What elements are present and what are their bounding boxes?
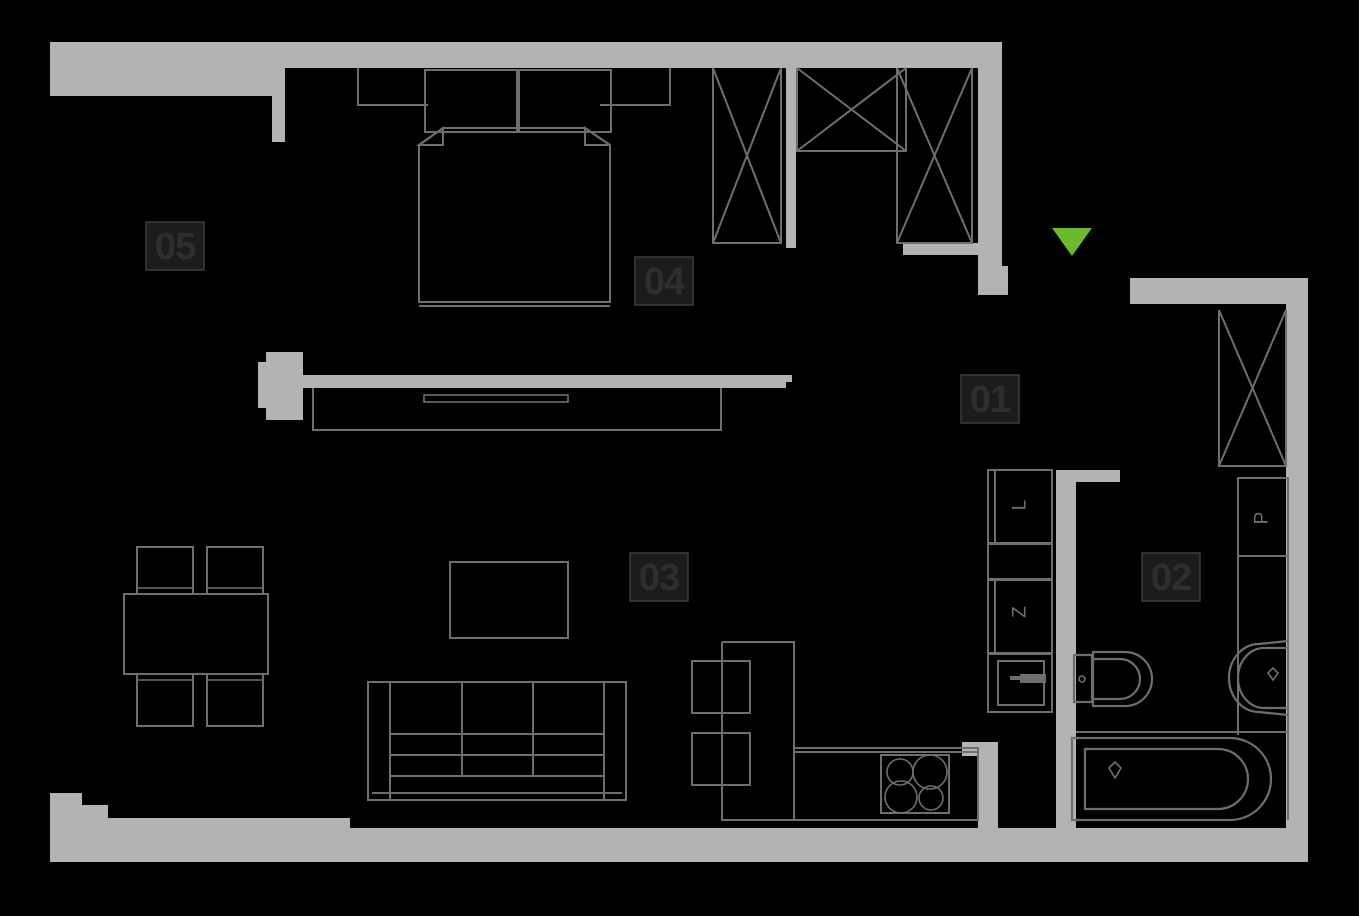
wall-bedroom-jog [978, 266, 1008, 295]
kitchen-faucet [1020, 674, 1046, 683]
dining-table [123, 593, 269, 675]
wall-entry-top [1130, 278, 1308, 304]
wall-bottom-left [50, 793, 350, 862]
washbasin [1227, 639, 1289, 717]
wardrobe-bedroom [712, 67, 782, 244]
fridge-label: L [1010, 500, 1031, 511]
bar-stool-lower [691, 732, 751, 786]
pillow-right [518, 69, 612, 133]
room-label-01[interactable]: 01 [960, 374, 1020, 424]
wall-bathroom-top [1056, 470, 1120, 482]
wall-bottom-main [347, 828, 1308, 862]
room-label-03[interactable]: 03 [629, 552, 689, 602]
wall-entry-right [1286, 278, 1308, 862]
kitchen-counter [794, 747, 979, 821]
wall-top-main [312, 42, 1002, 68]
wall-hall-south [978, 750, 998, 828]
room-label-04[interactable]: 04 [634, 256, 694, 306]
room-label-03-text: 03 [639, 557, 679, 599]
coffee-table [449, 561, 569, 639]
room-labels-group: 05 04 01 03 02 [145, 221, 1201, 602]
room-label-02-text: 02 [1151, 557, 1191, 599]
wall-right-bedroom [978, 68, 1002, 292]
toilet [1072, 650, 1154, 708]
cooktop-four-burner [880, 754, 950, 814]
bed-blanket-fold-right [584, 126, 611, 146]
room-label-01-text: 01 [970, 379, 1011, 421]
wall-top-left [50, 42, 312, 142]
sink-cabinet [987, 653, 1053, 713]
entrance-direction-marker[interactable] [1052, 228, 1092, 256]
sofa-three-seat [367, 681, 627, 801]
wardrobes-group [712, 67, 1287, 467]
dishwasher-label: Z [1010, 606, 1031, 618]
wall-partition-wardrobe [786, 68, 796, 248]
wall-living-divider-cap [777, 375, 792, 382]
nightstand-left [357, 68, 428, 106]
wall-sill-wardrobe [903, 243, 978, 255]
washing-machine-label: P [1252, 512, 1273, 525]
wall-tv-block [266, 352, 303, 420]
nightstand-right [600, 68, 671, 106]
bed-blanket-fold-left [415, 126, 444, 146]
bathroom-group [1070, 477, 1289, 822]
bedroom-furniture [357, 68, 671, 307]
appliance-labels-group: L Z P [1010, 500, 1273, 618]
room-label-05-text: 05 [155, 226, 196, 268]
room-label-04-text: 04 [644, 261, 685, 303]
bathtub [1070, 736, 1273, 822]
pillow-left [424, 69, 518, 133]
living-room-furniture [123, 388, 722, 801]
wall-living-divider [303, 375, 786, 388]
room-label-05[interactable]: 05 [145, 221, 205, 271]
dining-chair-3 [136, 673, 194, 727]
wardrobe-hall-upper [796, 67, 907, 152]
tv-screen [423, 394, 569, 403]
room-label-02[interactable]: 02 [1141, 552, 1201, 602]
tv-console [312, 388, 722, 431]
kitchen-faucet-spout [1010, 676, 1024, 680]
appliance-column [987, 469, 1053, 713]
dining-chair-1 [136, 546, 194, 595]
wardrobe-entry [1218, 309, 1287, 467]
dining-chair-4 [206, 673, 264, 727]
dining-set [123, 546, 269, 727]
wall-tv-block2 [258, 362, 270, 408]
bar-stool-upper [691, 660, 751, 714]
dining-chair-2 [206, 546, 264, 595]
kitchen-group [691, 469, 1053, 821]
wardrobe-hall-tall [896, 67, 973, 244]
